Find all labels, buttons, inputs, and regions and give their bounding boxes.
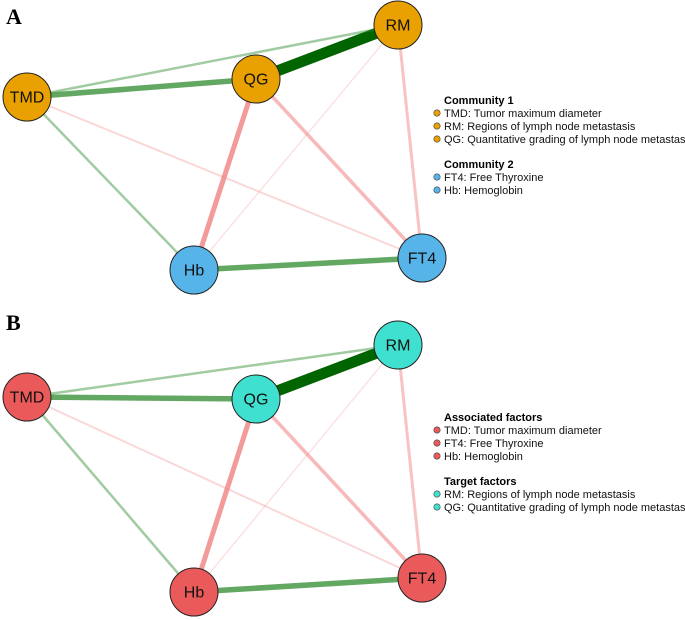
edge-qg-rm-b: [250, 339, 404, 405]
edge-hb-ft4-a: [191, 255, 425, 273]
node-label-tmd-b: TMD: [10, 390, 45, 407]
legend-item: RM: Regions of lymph node metastasis: [444, 489, 636, 501]
legend-swatch: [433, 135, 441, 143]
legend-item: Hb: Hemoglobin: [444, 185, 523, 197]
edge-qg-rm-a: [250, 19, 404, 85]
edge-qg-ft4-b: [254, 397, 424, 580]
panel-a-edges: [24, 19, 425, 273]
edge-qg-ft4-a: [254, 77, 424, 260]
edge-tmd-rm-a: [25, 23, 400, 99]
legend-group-title: Community 1: [444, 95, 514, 107]
node-label-ft4-a: FT4: [408, 251, 437, 268]
legend-swatch: [433, 439, 441, 447]
edge-tmd-rm-b: [25, 343, 400, 399]
legend-group-title: Community 2: [444, 159, 514, 171]
node-rm-b: [373, 320, 423, 370]
panel-b-nodes: TMD QG RM Hb FT4: [2, 320, 447, 617]
node-label-hb-b: Hb: [184, 585, 205, 602]
legend-swatch: [433, 426, 441, 434]
legend-item: QG: Quantitative grading of lymph node m…: [444, 502, 685, 514]
legend-swatch: [433, 173, 441, 181]
edge-rm-hb-b: [193, 344, 399, 593]
node-label-tmd-a: TMD: [10, 90, 45, 107]
node-label-rm-a: RM: [386, 18, 411, 35]
legend-swatch: [433, 122, 441, 130]
edge-rm-hb-a: [193, 24, 399, 271]
panel-a-nodes: TMD QG RM Hb FT4: [2, 0, 447, 295]
legend-item: QG: Quantitative grading of lymph node m…: [444, 134, 685, 146]
node-label-qg-b: QG: [244, 392, 269, 409]
panel-b-edges: [24, 339, 425, 595]
node-hb-a: [169, 245, 219, 295]
edge-hb-ft4-b: [191, 575, 425, 595]
edge-tmd-ft4-b: [26, 396, 423, 579]
edge-tmd-hb-a: [25, 95, 196, 272]
node-label-rm-b: RM: [386, 338, 411, 355]
node-tmd-b: [2, 372, 52, 422]
legend-swatch: [433, 490, 441, 498]
edge-qg-hb-b: [191, 396, 259, 595]
legend-item: RM: Regions of lymph node metastasis: [444, 121, 636, 133]
node-label-qg-a: QG: [244, 72, 269, 89]
node-ft4-b: [397, 553, 447, 603]
edge-tmd-qg-b: [24, 394, 259, 402]
legend-swatch: [433, 186, 441, 194]
legend-swatch: [433, 503, 441, 511]
node-qg-a: [231, 54, 281, 104]
legend-item: Hb: Hemoglobin: [444, 451, 523, 463]
node-label-hb-a: Hb: [184, 263, 205, 280]
node-hb-b: [169, 567, 219, 617]
node-tmd-a: [2, 72, 52, 122]
node-label-ft4-b: FT4: [408, 571, 437, 588]
panel-label-b: B: [6, 310, 21, 335]
legend-swatch: [433, 452, 441, 460]
legend-group-title: Target factors: [444, 476, 517, 488]
edge-qg-hb-a: [191, 76, 259, 273]
node-ft4-a: [397, 233, 447, 283]
legend-item: FT4: Free Thyroxine: [444, 438, 543, 450]
edge-rm-ft4-b: [396, 343, 424, 580]
legend-item: FT4: Free Thyroxine: [444, 172, 543, 184]
legend-swatch: [433, 109, 441, 117]
legend-item: TMD: Tumor maximum diameter: [444, 108, 602, 120]
edge-tmd-hb-b: [25, 395, 196, 594]
edge-tmd-ft4-a: [26, 96, 423, 259]
node-rm-a: [373, 0, 423, 50]
edge-tmd-qg-a: [24, 76, 259, 100]
legend-group-title: Associated factors: [444, 412, 542, 424]
edge-rm-ft4-a: [396, 23, 424, 260]
panel-label-a: A: [6, 4, 22, 29]
node-qg-b: [231, 374, 281, 424]
legend-item: TMD: Tumor maximum diameter: [444, 425, 602, 437]
